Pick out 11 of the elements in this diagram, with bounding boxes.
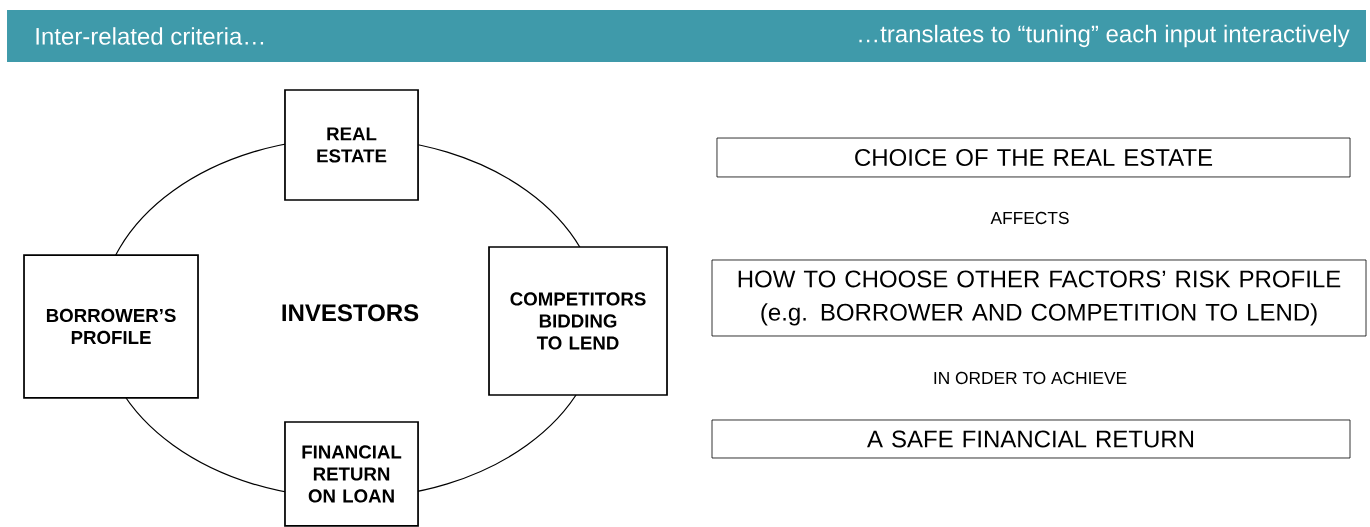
criteria-box: REAL ESTATE <box>284 89 419 201</box>
statement-box: A SAFE FINANCIAL RETURN <box>711 419 1351 459</box>
connector-text: AFFECTS <box>990 211 1069 225</box>
header-text: Inter-related criteria… <box>36 27 264 45</box>
header-text: …translates to “tuning” each input interactively <box>859 24 1350 48</box>
criteria-box: FINANCIAL RETURN ON LOAN <box>284 421 419 527</box>
statement-box: CHOICE OF THE REAL ESTATE <box>716 137 1351 178</box>
criteria-box: COMPETITORS BIDDING TO LEND <box>488 246 668 396</box>
criteria-box: BORROWER’S PROFILE <box>23 254 199 399</box>
connector-text: IN ORDER TO ACHIEVE <box>934 371 1127 385</box>
statement-box: HOW TO CHOOSE OTHER FACTORS’ RISK PROFILE (e.g. BORROWER AND COMPETITION TO LEND) <box>711 259 1367 337</box>
